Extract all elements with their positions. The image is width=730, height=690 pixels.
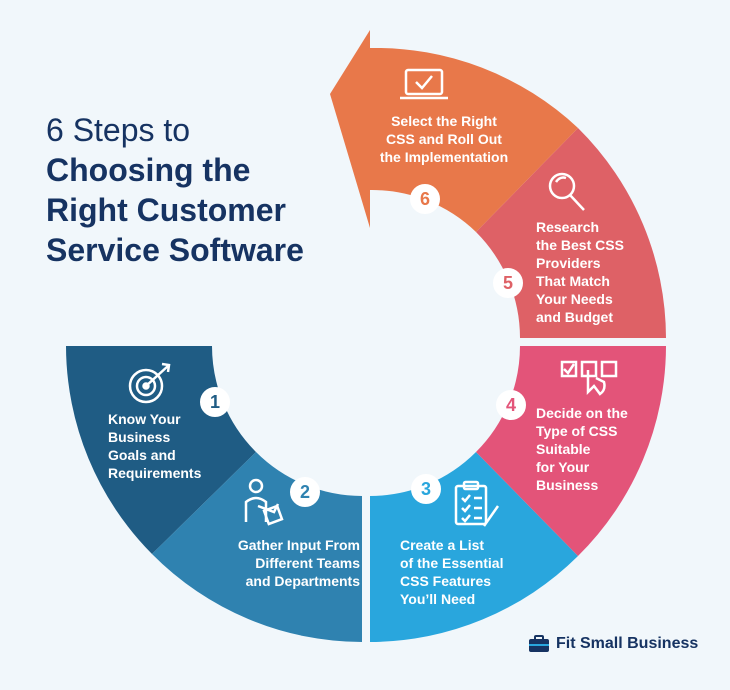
- step-6-badge: 6: [410, 184, 440, 214]
- step-5-text: Research the Best CSS Providers That Mat…: [536, 219, 624, 325]
- briefcase-icon: [529, 635, 549, 652]
- step-5-segment: [476, 128, 666, 338]
- brand-logo: Fit Small Business: [528, 635, 698, 653]
- title-line-3: Right Customer: [46, 192, 286, 228]
- step-2-badge: 2: [290, 477, 320, 507]
- laptop-check-icon: [400, 68, 448, 100]
- step-4-text: Decide on the Type of CSS Suitable for Y…: [536, 405, 628, 493]
- clipboard-checklist-icon: [454, 480, 500, 527]
- target-icon: [128, 362, 171, 404]
- brand-name: Fit Small Business: [556, 635, 699, 652]
- step-2-text: Gather Input From Different Teams and De…: [237, 537, 360, 589]
- step-6-segment: [330, 30, 578, 232]
- step-4-badge: 4: [496, 390, 526, 420]
- step-1-text: Know Your Business Goals and Requirement…: [108, 411, 202, 481]
- page-title: 6 Steps to Choosing the Right Customer S…: [46, 110, 304, 270]
- step-3-badge: 3: [411, 474, 441, 504]
- title-line-1: 6 Steps to: [46, 112, 191, 148]
- person-presenting-icon: [244, 478, 284, 526]
- step-6-text: Select the Right CSS and Roll Out the Im…: [379, 113, 509, 165]
- step-5-badge: 5: [493, 268, 523, 298]
- magnifier-icon: [548, 172, 585, 211]
- step-1-badge: 1: [200, 387, 230, 417]
- title-line-2: Choosing the: [46, 152, 251, 188]
- step-3-text: Create a List of the Essential CSS Featu…: [400, 537, 504, 607]
- checkbox-select-icon: [560, 360, 618, 396]
- title-line-4: Service Software: [46, 232, 304, 268]
